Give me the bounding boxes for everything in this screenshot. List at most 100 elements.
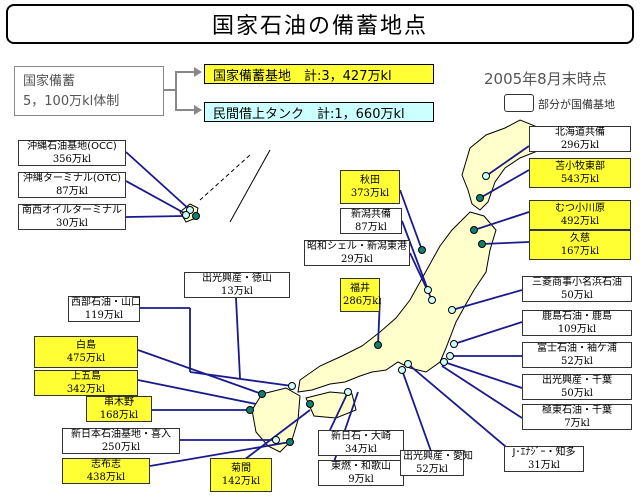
site-label: 鹿島石油・鹿島 109万kl	[522, 310, 632, 336]
site-name: 極東石油・千葉	[542, 405, 612, 416]
site-value: 13万kl	[221, 286, 253, 297]
site-value: 52万kl	[561, 356, 593, 367]
site-label: 白島 475万kl	[34, 336, 138, 368]
site-value: 250万kl	[101, 442, 141, 453]
site-name: 久慈	[570, 233, 590, 244]
site-label: 志布志 438万kl	[62, 458, 150, 484]
site-label: 出光興産・愛知 52万kl	[400, 450, 473, 476]
site-value: 50万kl	[561, 290, 593, 301]
site-value: 7万kl	[564, 418, 590, 429]
ryukyu-dashed-line	[199, 154, 251, 201]
site-label: 極東石油・千葉 7万kl	[522, 404, 632, 430]
site-label: 菊間 142万kl	[210, 458, 272, 492]
site-value: 342万kl	[66, 384, 106, 395]
site-label: 昭和シェル・新潟東港 29万kl	[304, 240, 410, 266]
site-name: 出光興産・徳山	[202, 273, 272, 284]
site-label: J･ｴﾅｼﾞｰ・知多 31万kl	[504, 446, 584, 472]
site-name: むつ小川原	[555, 203, 605, 214]
site-label: 上五島 342万kl	[34, 370, 138, 396]
honshu-land	[297, 211, 497, 393]
site-label: 南西オイルターミナル 30万kl	[18, 204, 126, 230]
site-label: 苫小牧東部 543万kl	[529, 158, 631, 188]
summary-line1: 国家備蓄	[23, 74, 76, 89]
arrow-head-private	[194, 105, 202, 115]
site-value: 31万kl	[528, 460, 560, 471]
boundary-line	[229, 149, 271, 223]
site-value: 52万kl	[416, 464, 448, 475]
site-value: 29万kl	[341, 254, 373, 265]
site-label: 沖縄ターミナル(OTC) 87万kl	[18, 172, 126, 198]
arrow-head-national	[194, 67, 202, 77]
site-name: 新日石・大崎	[331, 431, 391, 442]
site-value: 30万kl	[56, 218, 88, 229]
site-name: 北海道共備	[555, 127, 605, 138]
page-title: 国家石油の備蓄地点	[6, 4, 634, 44]
site-name: 出光興産・千葉	[542, 375, 612, 386]
site-label: 東燃・和歌山 9万kl	[318, 460, 404, 486]
site-value: 286万kl	[343, 296, 382, 307]
site-label: 西部石油・山口 119万kl	[68, 296, 141, 322]
site-name: 富士石油・袖ケ浦	[537, 343, 617, 354]
site-value: 9万kl	[348, 474, 374, 485]
site-name: J･ｴﾅｼﾞｰ・知多	[512, 447, 576, 458]
shikoku-land	[305, 391, 357, 419]
site-name: 苫小牧東部	[555, 161, 605, 172]
site-label: 福井 286万kl	[340, 278, 382, 312]
summary-line2: 5，100万kl体制	[23, 94, 120, 109]
site-value: 50万kl	[561, 388, 593, 399]
site-value: 87万kl	[355, 222, 387, 233]
site-label: 沖縄石油基地(OCC) 356万kl	[18, 140, 126, 166]
site-name: 新日本石油基地・喜入	[71, 429, 171, 440]
site-label: 串木野 168万kl	[86, 396, 152, 422]
site-label: 出光興産・千葉 50万kl	[522, 374, 632, 400]
site-value: 543万kl	[560, 174, 600, 185]
site-name: 菊間	[231, 463, 251, 474]
site-value: 168万kl	[99, 410, 139, 421]
hokkaido-land	[461, 119, 549, 211]
site-name: 沖縄ターミナル(OTC)	[22, 173, 122, 184]
site-name: 白島	[76, 340, 96, 351]
site-name: 西部石油・山口	[71, 297, 141, 308]
site-name: 出光興産・愛知	[403, 451, 473, 462]
site-name: 新潟共備	[351, 209, 391, 220]
site-label: 出光興産・徳山 13万kl	[184, 272, 290, 298]
site-value: 87万kl	[56, 186, 88, 197]
site-label: 三菱商事小名浜石油 50万kl	[522, 276, 632, 302]
site-name: 串木野	[104, 397, 134, 408]
site-name: 三菱商事小名浜石油	[532, 277, 622, 288]
site-label: 久慈 167万kl	[529, 230, 631, 260]
national-total-badge: 国家備蓄基地 計:3，427万kl	[204, 64, 434, 84]
site-value: 438万kl	[86, 472, 126, 483]
site-value: 475万kl	[66, 353, 106, 364]
private-total-badge: 民間借上タンク 計:1，660万kl	[204, 102, 434, 122]
site-label: 秋田 373万kl	[340, 170, 400, 204]
site-name: 福井	[350, 283, 370, 294]
site-name: 鹿島石油・鹿島	[542, 311, 612, 322]
site-value: 119万kl	[84, 310, 124, 321]
site-label: 富士石油・袖ケ浦 52万kl	[522, 342, 632, 368]
summary-arrows	[164, 71, 194, 111]
site-value: 167万kl	[560, 246, 600, 257]
site-name: 志布志	[91, 459, 121, 470]
site-value: 373万kl	[350, 188, 390, 199]
site-label: 新潟共備 87万kl	[340, 208, 402, 234]
legend-text: 部分が国備基地	[538, 98, 615, 111]
summary-box: 国家備蓄 5，100万kl体制	[14, 66, 164, 116]
site-label: 新日本石油基地・喜入 250万kl	[62, 428, 180, 454]
site-name: 東燃・和歌山	[331, 461, 391, 472]
site-name: 秋田	[360, 175, 380, 186]
site-value: 356万kl	[52, 154, 92, 165]
kyushu-land	[251, 387, 301, 453]
site-name: 南西オイルターミナル	[22, 205, 122, 216]
as-of-date: 2005年8月末時点	[484, 70, 607, 88]
site-name: 沖縄石油基地(OCC)	[27, 141, 117, 152]
site-name: 昭和シェル・新潟東港	[307, 241, 407, 252]
legend-swatch	[504, 94, 534, 112]
site-name: 上五島	[71, 371, 101, 382]
site-value: 109万kl	[557, 324, 597, 335]
site-value: 142万kl	[221, 476, 261, 487]
page-title-text: 国家石油の備蓄地点	[211, 14, 428, 39]
